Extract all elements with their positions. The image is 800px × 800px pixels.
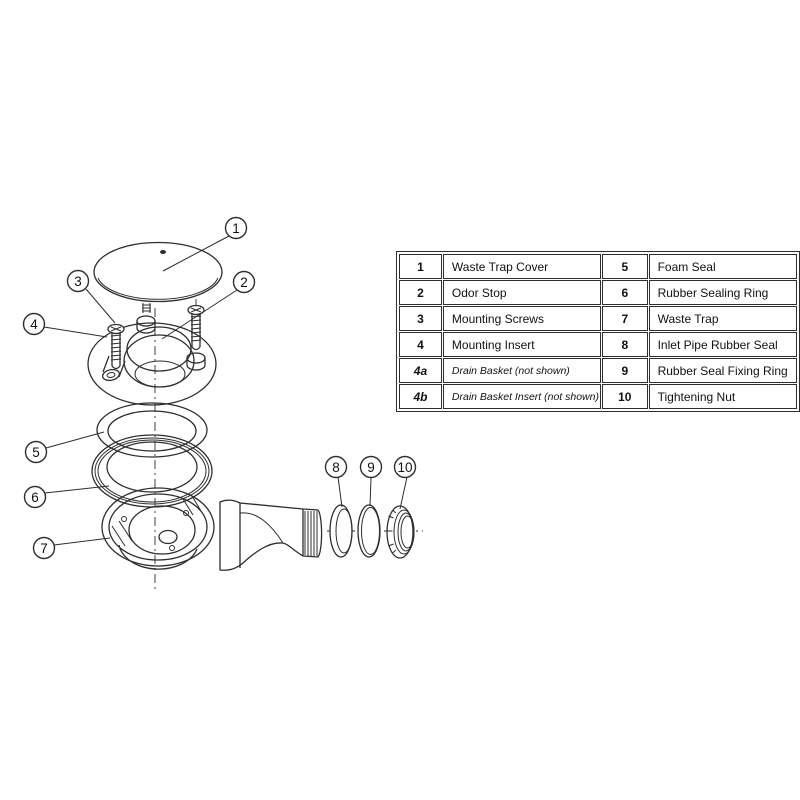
rubber-seal-fixing-ring-drawing [357,504,381,558]
part-name-cell: Waste Trap [648,306,797,331]
part-number-cell: 8 [601,332,648,357]
part-name-cell: Tightening Nut [648,384,797,409]
tightening-nut-drawing [386,505,415,559]
callout-6: 6 [23,485,47,509]
part-number-cell: 3 [399,306,442,331]
table-row: 3 Mounting Screws 7 Waste Trap [399,306,797,331]
callout-3-number: 3 [74,274,82,289]
callout-10-number: 10 [397,460,412,475]
mounting-insert-drawing [87,315,217,406]
part-name-cell: Foam Seal [648,254,797,279]
table-row: 4 Mounting Insert 8 Inlet Pipe Rubber Se… [399,332,797,357]
part-name-cell: Mounting Screws [442,306,601,331]
inlet-pipe-rubber-seal-drawing [329,504,353,558]
callout-1: 1 [224,216,248,240]
part-name-cell: Waste Trap Cover [442,254,601,279]
callout-8-number: 8 [332,460,340,475]
mounting-screw-left-drawing [107,323,125,370]
part-name-cell: Rubber Sealing Ring [648,280,797,305]
callout-5: 5 [24,440,48,464]
callout-2: 2 [232,270,256,294]
part-number-cell: 4a [399,358,442,383]
part-number-cell: 9 [601,358,648,383]
callout-9: 9 [359,455,383,479]
part-name-cell: Mounting Insert [442,332,601,357]
table-row: 2 Odor Stop 6 Rubber Sealing Ring [399,280,797,305]
parts-table: 1 Waste Trap Cover 5 Foam Seal 2 Odor St… [396,251,800,412]
part-name-cell: Odor Stop [442,280,601,305]
part-number-cell: 7 [601,306,648,331]
callout-10: 10 [393,455,417,479]
callout-7: 7 [32,536,56,560]
rubber-sealing-ring-drawing [91,434,213,508]
part-number-cell: 6 [601,280,648,305]
callout-6-number: 6 [31,490,39,505]
leader-lines [43,235,408,546]
part-number-cell: 4b [399,384,442,409]
callout-5-number: 5 [32,445,40,460]
callout-4-number: 4 [30,317,38,332]
callout-9-number: 9 [367,460,375,475]
callout-3: 3 [66,269,90,293]
part-number-cell: 5 [601,254,648,279]
mounting-screw-right-drawing [187,304,205,351]
callout-2-number: 2 [240,275,248,290]
waste-trap-cover-drawing [93,241,223,313]
part-number-cell: 2 [399,280,442,305]
part-number-cell: 10 [601,384,648,409]
callout-7-number: 7 [40,541,48,556]
callout-1-number: 1 [232,221,240,236]
table-row: 1 Waste Trap Cover 5 Foam Seal [399,254,797,279]
callout-4: 4 [22,312,46,336]
callout-8: 8 [324,455,348,479]
part-name-cell: Drain Basket (not shown) [442,358,601,383]
table-row: 4a Drain Basket (not shown) 9 Rubber Sea… [399,358,797,383]
part-name-cell: Drain Basket Insert (not shown) [442,384,601,409]
part-name-cell: Rubber Seal Fixing Ring [648,358,797,383]
part-number-cell: 1 [399,254,442,279]
foam-seal-drawing [96,402,208,458]
part-number-cell: 4 [399,332,442,357]
waste-trap-drawing [101,487,323,571]
table-row: 4b Drain Basket Insert (not shown) 10 Ti… [399,384,797,409]
part-name-cell: Inlet Pipe Rubber Seal [648,332,797,357]
